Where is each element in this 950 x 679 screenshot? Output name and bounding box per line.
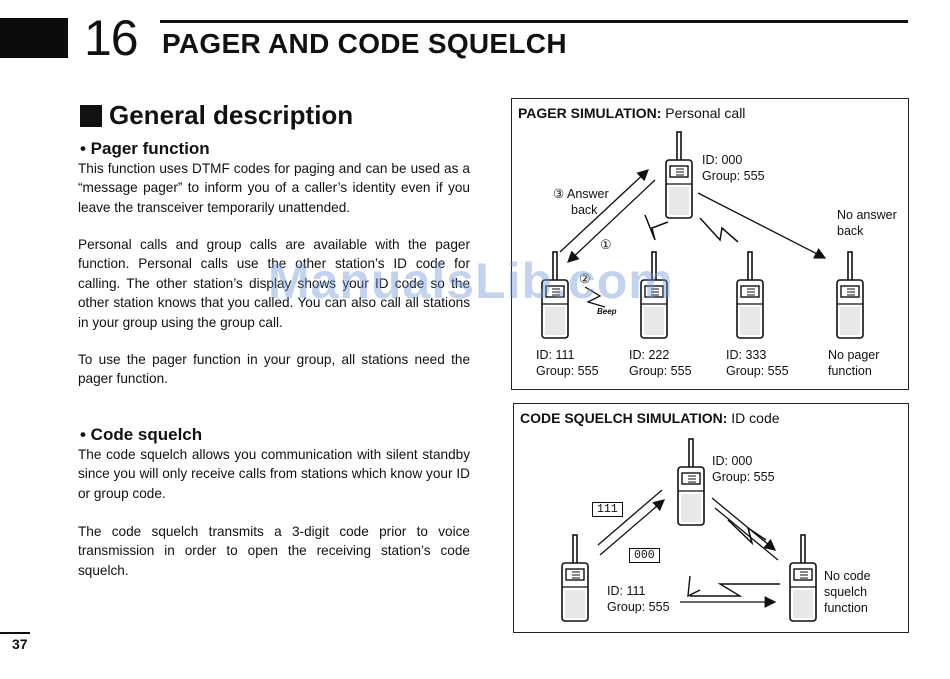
code-000-box: 000 [629, 548, 660, 563]
step-2-marker: ② [579, 271, 591, 286]
header-rule [160, 20, 908, 23]
page-number: 37 [12, 636, 28, 652]
radio-icon [561, 534, 589, 622]
section-title: General description [109, 100, 354, 130]
pager-simulation-title: PAGER SIMULATION: Personal call [518, 105, 746, 121]
radio-icon [789, 534, 817, 622]
squelch-paragraph-1: The code squelch allows you communicatio… [78, 447, 470, 501]
radio-icon [665, 131, 693, 219]
pager-paragraph-3: To use the pager function in your group,… [78, 352, 470, 387]
pager-paragraph-1: This function uses DTMF codes for paging… [78, 161, 470, 215]
section-heading: General description [80, 100, 353, 131]
pager-simulation-box: PAGER SIMULATION: Personal call [511, 98, 909, 390]
step-1-marker: ① [600, 237, 612, 252]
beep-label: Beep [597, 307, 617, 316]
code-111-box: 111 [592, 502, 623, 517]
radio-icon [640, 251, 668, 339]
pager-heading: • Pager function [80, 139, 210, 158]
radio-icon [541, 251, 569, 339]
heading-square-icon [80, 104, 102, 127]
chapter-title: PAGER AND CODE SQUELCH [162, 28, 567, 59]
radio-icon [677, 438, 705, 526]
chapter-tab [0, 18, 68, 58]
code-squelch-simulation-title: CODE SQUELCH SIMULATION: ID code [520, 410, 780, 426]
footer-rule [0, 632, 30, 634]
radio-icon [836, 251, 864, 339]
chapter-number: 16 [84, 10, 139, 66]
radio-icon [736, 251, 764, 339]
squelch-paragraph-2: The code squelch transmits a 3-digit cod… [78, 524, 470, 578]
pager-paragraph-2: Personal calls and group calls are avail… [78, 237, 470, 330]
squelch-heading: • Code squelch [80, 425, 203, 444]
